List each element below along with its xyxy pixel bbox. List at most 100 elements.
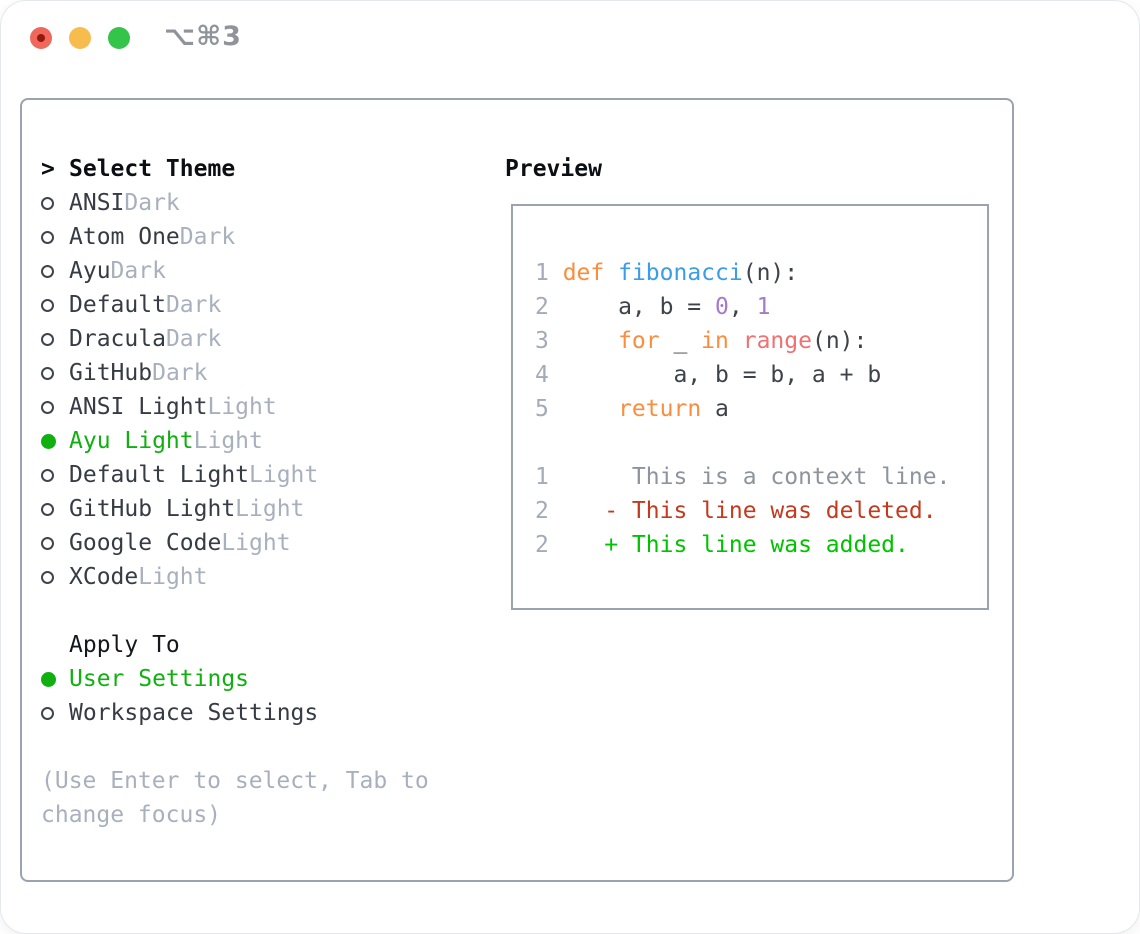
code-token-plain: _ bbox=[659, 328, 702, 354]
theme-list-title: Select Theme bbox=[69, 156, 236, 182]
code-token-number: 0 bbox=[715, 294, 729, 320]
apply-to-option[interactable]: User Settings bbox=[41, 662, 461, 696]
radio-unselected-icon bbox=[41, 230, 69, 244]
apply-to-header: Apply To bbox=[41, 628, 461, 662]
theme-option[interactable]: XCode Light bbox=[41, 560, 461, 594]
code-line: 1 def fibonacci(n): bbox=[535, 256, 987, 290]
option-variant-label: Light bbox=[249, 462, 319, 488]
theme-option[interactable]: Ayu Light Light bbox=[41, 424, 461, 458]
code-blank-line bbox=[535, 426, 987, 460]
option-variant-label: Dark bbox=[165, 326, 222, 352]
radio-unselected-icon bbox=[41, 468, 69, 482]
option-label: Default bbox=[69, 292, 166, 318]
code-line: 3 for _ in range(n): bbox=[535, 324, 987, 358]
theme-option[interactable]: Dracula Dark bbox=[41, 322, 461, 356]
option-label: XCode bbox=[69, 564, 139, 590]
spacer bbox=[41, 730, 461, 764]
option-variant-label: Dark bbox=[179, 224, 236, 250]
code-token-plain bbox=[563, 328, 618, 354]
code-token-keyword: return bbox=[618, 396, 702, 422]
code-line: 2 + This line was added. bbox=[535, 528, 987, 562]
code-token-deleted: - This line was deleted. bbox=[562, 498, 937, 524]
option-label: Atom One bbox=[69, 224, 180, 250]
radio-unselected-icon bbox=[41, 332, 69, 346]
code-token-plain bbox=[729, 328, 743, 354]
option-variant-label: Light bbox=[221, 530, 291, 556]
code-token-keyword: def bbox=[562, 260, 605, 286]
option-variant-label: Light bbox=[138, 564, 208, 590]
code-token-context: This is a context line. bbox=[562, 464, 951, 490]
code-token-plain: a, b = b, a + b bbox=[562, 362, 882, 388]
radio-unselected-icon bbox=[41, 706, 69, 720]
code-token-plain: (n): bbox=[811, 328, 868, 354]
radio-selected-icon bbox=[41, 433, 69, 449]
option-label: Ayu Light bbox=[69, 428, 194, 454]
theme-option[interactable]: Ayu Dark bbox=[41, 254, 461, 288]
code-line: 2 - This line was deleted. bbox=[535, 494, 987, 528]
theme-option[interactable]: Default Light Light bbox=[41, 458, 461, 492]
radio-unselected-icon bbox=[41, 502, 69, 516]
code-token-number: 1 bbox=[756, 294, 771, 320]
option-label: Dracula bbox=[69, 326, 166, 352]
zoom-button-icon[interactable] bbox=[108, 27, 130, 49]
radio-unselected-icon bbox=[41, 264, 69, 278]
radio-unselected-icon bbox=[41, 400, 69, 414]
line-number: 3 bbox=[535, 328, 549, 354]
option-variant-label: Light bbox=[235, 496, 305, 522]
option-variant-label: Dark bbox=[152, 360, 208, 386]
code-token-function: fibonacci bbox=[618, 260, 743, 286]
option-label: Workspace Settings bbox=[69, 700, 319, 726]
code-line: 2 a, b = 0, 1 bbox=[535, 290, 987, 324]
option-label: Google Code bbox=[69, 530, 222, 556]
line-number: 4 bbox=[535, 362, 549, 388]
line-number: 2 bbox=[535, 532, 549, 558]
close-button-icon[interactable] bbox=[30, 27, 52, 49]
radio-unselected-icon bbox=[41, 366, 69, 380]
apply-to-title: Apply To bbox=[69, 632, 180, 658]
theme-option[interactable]: ANSI Dark bbox=[41, 186, 461, 220]
apply-to-option[interactable]: Workspace Settings bbox=[41, 696, 461, 730]
code-token-added: + This line was added. bbox=[562, 532, 909, 558]
radio-selected-icon bbox=[41, 671, 69, 687]
code-token-plain: , bbox=[728, 294, 757, 320]
option-variant-label: Light bbox=[193, 428, 263, 454]
option-label: User Settings bbox=[69, 666, 250, 692]
code-token-plain bbox=[604, 260, 618, 286]
theme-option[interactable]: Atom One Dark bbox=[41, 220, 461, 254]
theme-option[interactable]: ANSI Light Light bbox=[41, 390, 461, 424]
option-variant-label: Light bbox=[207, 394, 277, 420]
theme-option[interactable]: GitHub Light Light bbox=[41, 492, 461, 526]
code-token-keyword: for bbox=[618, 328, 660, 354]
option-label: GitHub Light bbox=[69, 496, 236, 522]
code-token-plain: a, b = bbox=[562, 294, 716, 320]
cursor-prompt-icon: > bbox=[41, 156, 55, 182]
radio-unselected-icon bbox=[41, 536, 69, 550]
code-token-plain bbox=[563, 396, 618, 422]
theme-option[interactable]: Default Dark bbox=[41, 288, 461, 322]
keyboard-hint: (Use Enter to select, Tab to change focu… bbox=[41, 768, 429, 828]
option-variant-label: Dark bbox=[110, 258, 166, 284]
line-number: 1 bbox=[535, 260, 549, 286]
radio-unselected-icon bbox=[41, 298, 69, 312]
theme-option[interactable]: Google Code Light bbox=[41, 526, 461, 560]
window-title: ⌥⌘3 bbox=[164, 21, 242, 52]
line-number: 1 bbox=[535, 464, 549, 490]
minimize-button-icon[interactable] bbox=[69, 27, 91, 49]
radio-unselected-icon bbox=[41, 570, 69, 584]
spacer bbox=[41, 594, 461, 628]
theme-option[interactable]: GitHub Dark bbox=[41, 356, 461, 390]
option-label: Ayu bbox=[69, 258, 111, 284]
code-line: 5 return a bbox=[535, 392, 987, 426]
option-label: ANSI bbox=[69, 190, 125, 216]
code-token-plain: (n): bbox=[742, 260, 799, 286]
code-token-call: range bbox=[742, 328, 812, 354]
line-number: 5 bbox=[535, 396, 549, 422]
option-variant-label: Dark bbox=[124, 190, 180, 216]
